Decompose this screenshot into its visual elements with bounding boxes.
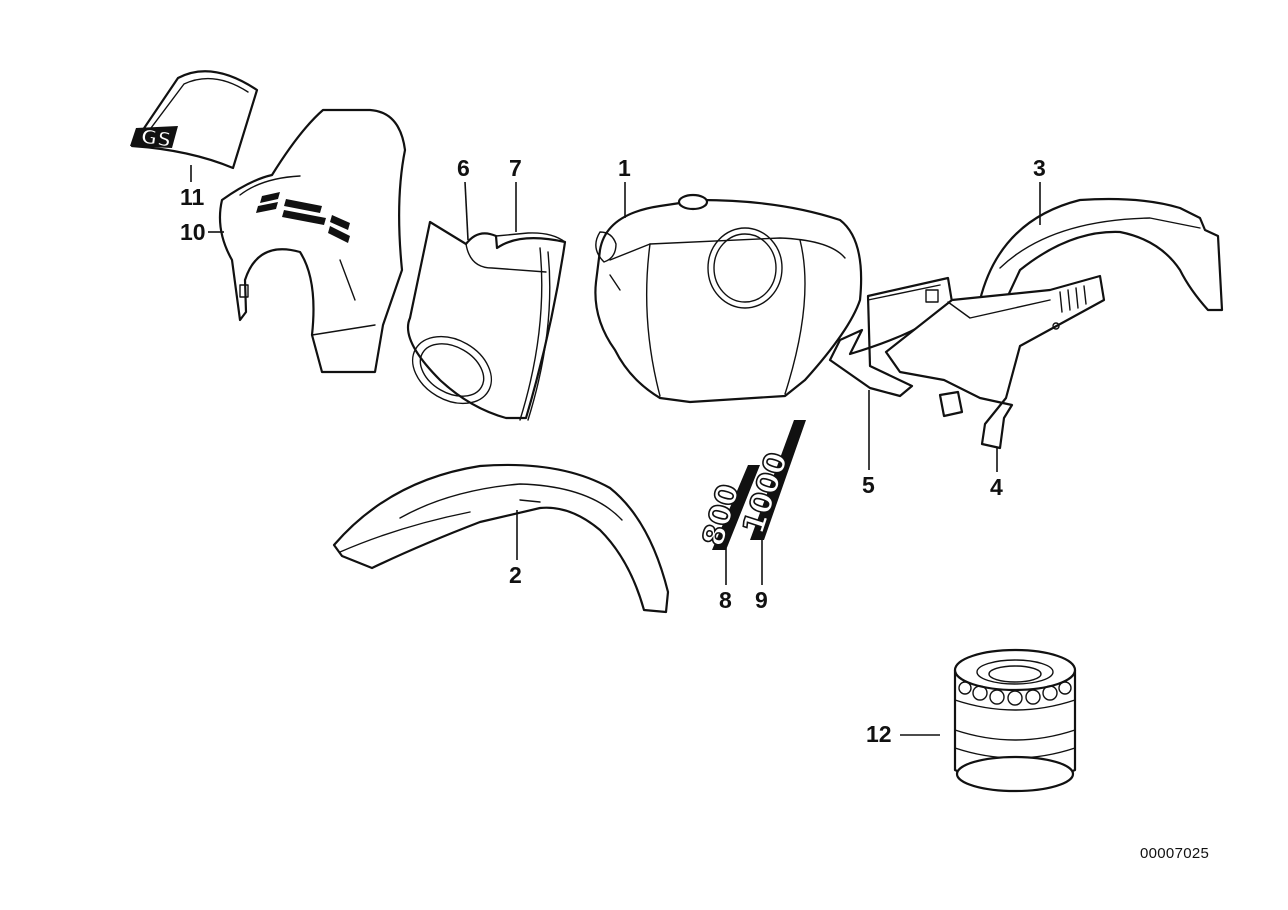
callout-9: 9: [755, 587, 768, 613]
document-number: 00007025: [1140, 845, 1210, 862]
part-6-7-headlight-shells: [406, 220, 567, 421]
part-1-fuel-tank: [594, 193, 863, 404]
part-2-front-fender: [332, 463, 670, 614]
leader-lines: [190, 165, 1041, 736]
callout-8: 8: [719, 587, 732, 613]
windshield-emblem-bg: [130, 126, 178, 148]
windshield-emblem-text: GS: [139, 124, 173, 152]
callout-10: 10: [180, 219, 206, 245]
callout-1: 1: [618, 155, 631, 181]
part-10-fairing: [218, 108, 407, 374]
part-3-4-rear-fender: [884, 197, 1224, 450]
callout-2: 2: [509, 562, 522, 588]
callout-4: 4: [990, 474, 1003, 500]
callout-12: 12: [866, 721, 892, 747]
callout-6: 6: [457, 155, 470, 181]
callout-3: 3: [1033, 155, 1046, 181]
callout-5: 5: [862, 472, 875, 498]
part-12-filter: [953, 648, 1077, 793]
callout-7: 7: [509, 155, 522, 181]
callout-labels: 1 2 3 4 5 6 7 8 9 10 11 12: [180, 155, 1046, 747]
part-11-windshield: GS: [130, 70, 259, 170]
callout-11: 11: [180, 184, 205, 210]
